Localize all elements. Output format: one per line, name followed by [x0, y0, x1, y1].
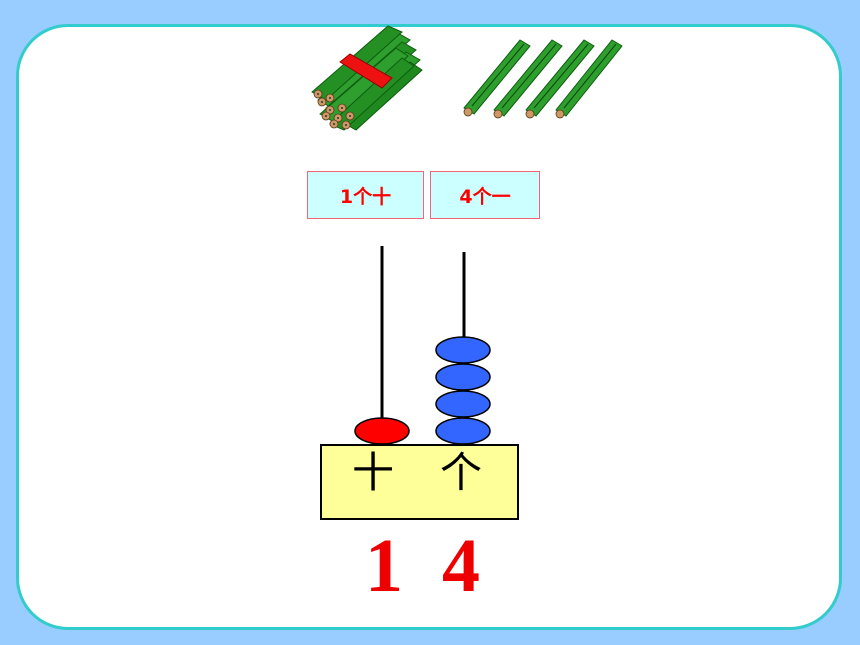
content-panel [16, 24, 842, 630]
ones-beads [435, 336, 491, 445]
tens-bead [354, 417, 410, 445]
bundle-of-ten-sticks-image [311, 25, 423, 131]
tens-digit: 1 [365, 524, 403, 608]
tens-place-label: 十 [352, 448, 395, 497]
tens-label: 1个十 [307, 171, 424, 219]
ones-label: 4个一 [430, 171, 540, 219]
ones-place-label: 个 [440, 448, 483, 497]
four-single-sticks-image [463, 39, 623, 119]
ones-bead [435, 390, 491, 418]
ones-digit: 4 [442, 524, 480, 608]
ones-bead [435, 417, 491, 445]
ones-bead [435, 363, 491, 391]
abacus-base [320, 444, 519, 520]
ones-bead [435, 336, 491, 364]
